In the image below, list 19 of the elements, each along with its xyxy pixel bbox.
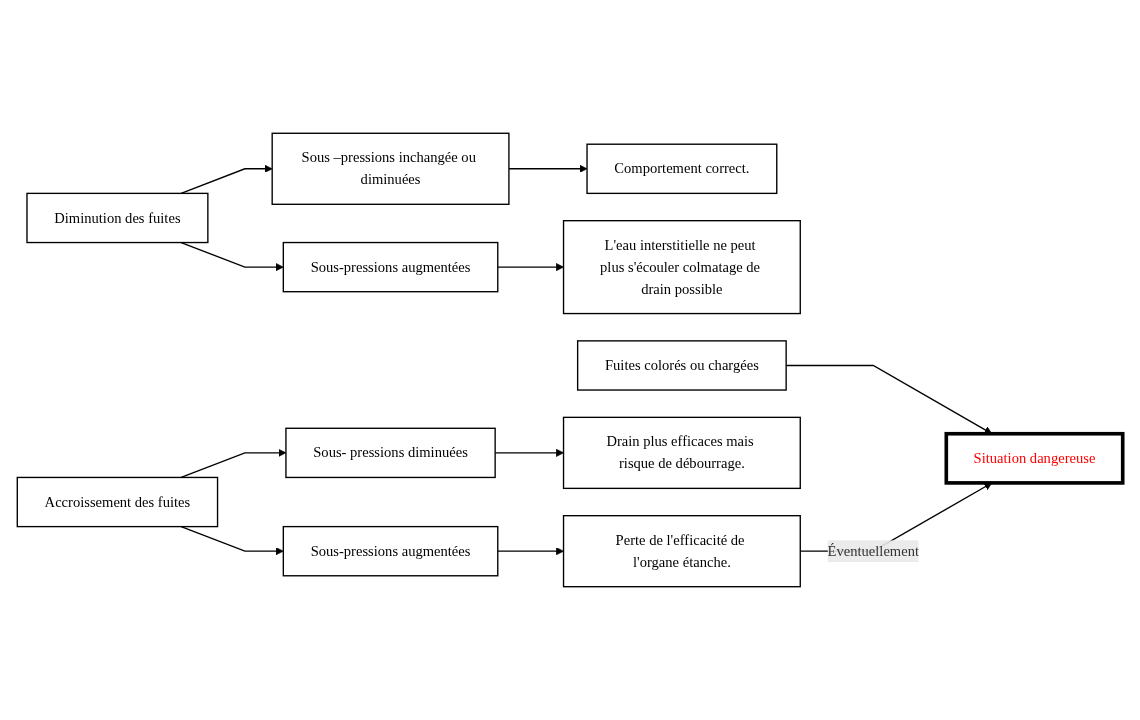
node-box: L'eau interstitielle ne peut plus s'écouler colmatage de drain possible [562,220,801,315]
arrow [508,164,588,173]
node-box: Sous-pressions augmentées [282,525,499,577]
node-box: Diminution des fuites [26,192,209,244]
node-box: Sous- pressions diminuées [285,427,496,479]
node-box: Situation dangereuse [944,431,1125,485]
node-box: Drain plus efficaces mais risque de débourrage. [562,416,801,490]
node-box: Fuites colorés ou chargées [576,340,787,391]
edge-label: Éventuellement [827,543,919,559]
arrow [497,263,564,272]
node-box: Accroissement des fuites [16,476,219,528]
node-box: Sous –pressions inchangée ou diminuées [271,132,510,205]
arrow [180,241,284,272]
arrow [180,525,284,556]
arrow [497,547,564,556]
node-box: Perte de l'efficacité de l'organe étanche. [562,515,801,588]
node-box: Sous-pressions augmentées [282,241,499,293]
node-box: Comportement correct. [586,143,778,195]
arrow [180,164,273,195]
